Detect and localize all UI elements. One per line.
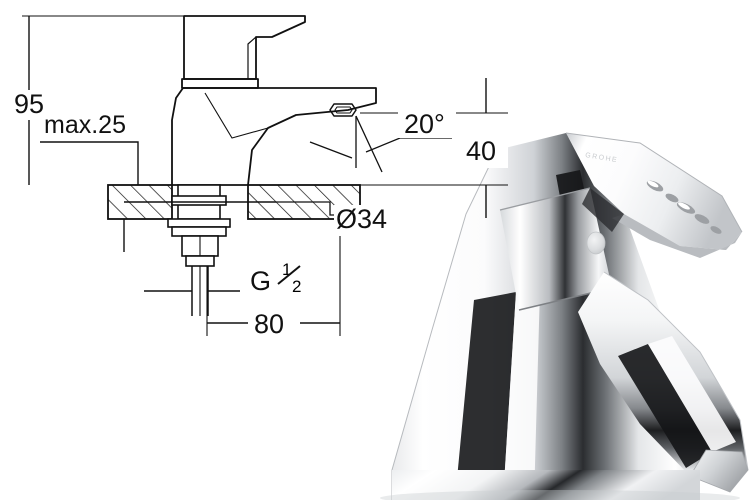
dim-20deg-leader-right: [365, 137, 452, 153]
dim-max25-text: max.25: [44, 111, 126, 139]
faucet-spout-edge: [603, 271, 749, 471]
outline-body-spout: [171, 87, 377, 186]
outline-lever-inner: [247, 36, 257, 79]
dim-20deg-text: 20°: [404, 109, 445, 139]
dim-40-text: 40: [466, 136, 496, 166]
thread-text-group: G 1 2: [250, 260, 301, 296]
dim-d34-leader: [276, 201, 336, 216]
faucet-collar: [500, 188, 612, 310]
dim-d34-text: Ø34: [336, 204, 387, 234]
dim-80-text: 80: [254, 309, 284, 339]
outline-aerator: [329, 103, 357, 117]
faucet-body-reflection-soft: [503, 288, 540, 500]
shank-upper-plate: [171, 195, 227, 206]
faucet-lever-shadow: [582, 188, 624, 232]
faucet-indicator-button: [586, 231, 606, 255]
thread-fraction-bar-top: [277, 265, 301, 285]
thread-letter-text: G: [250, 266, 271, 296]
faucet-lever-edge: [565, 132, 743, 233]
faucet-outline-group: [171, 15, 377, 186]
thread-numerator-text: 1: [282, 260, 291, 279]
faucet-aerator: [689, 449, 749, 493]
photo-faucet-group: GROHE: [380, 132, 749, 500]
faucet-body-reflection-dark: [455, 292, 516, 500]
faucet-collar-edge-top: [499, 187, 591, 211]
dim-20deg-leader-left: [309, 141, 353, 159]
outline-aerator-inner: [334, 106, 353, 114]
dim-max25-leader: [40, 141, 139, 185]
faucet-lever-slot-highlights: [647, 180, 690, 210]
photo-contact-shadow: [380, 490, 740, 500]
thread-denominator-text: 2: [292, 277, 301, 296]
dim-20deg-slant-ref: [355, 115, 383, 173]
dim-95-text: 95: [14, 89, 44, 119]
outline-body-inner-line: [204, 92, 269, 139]
faucet-spout-dark-band: [618, 344, 712, 468]
faucet-lever-underside: [612, 214, 742, 258]
faucet-spout-highlight: [648, 336, 736, 452]
faucet-base: [392, 470, 700, 500]
